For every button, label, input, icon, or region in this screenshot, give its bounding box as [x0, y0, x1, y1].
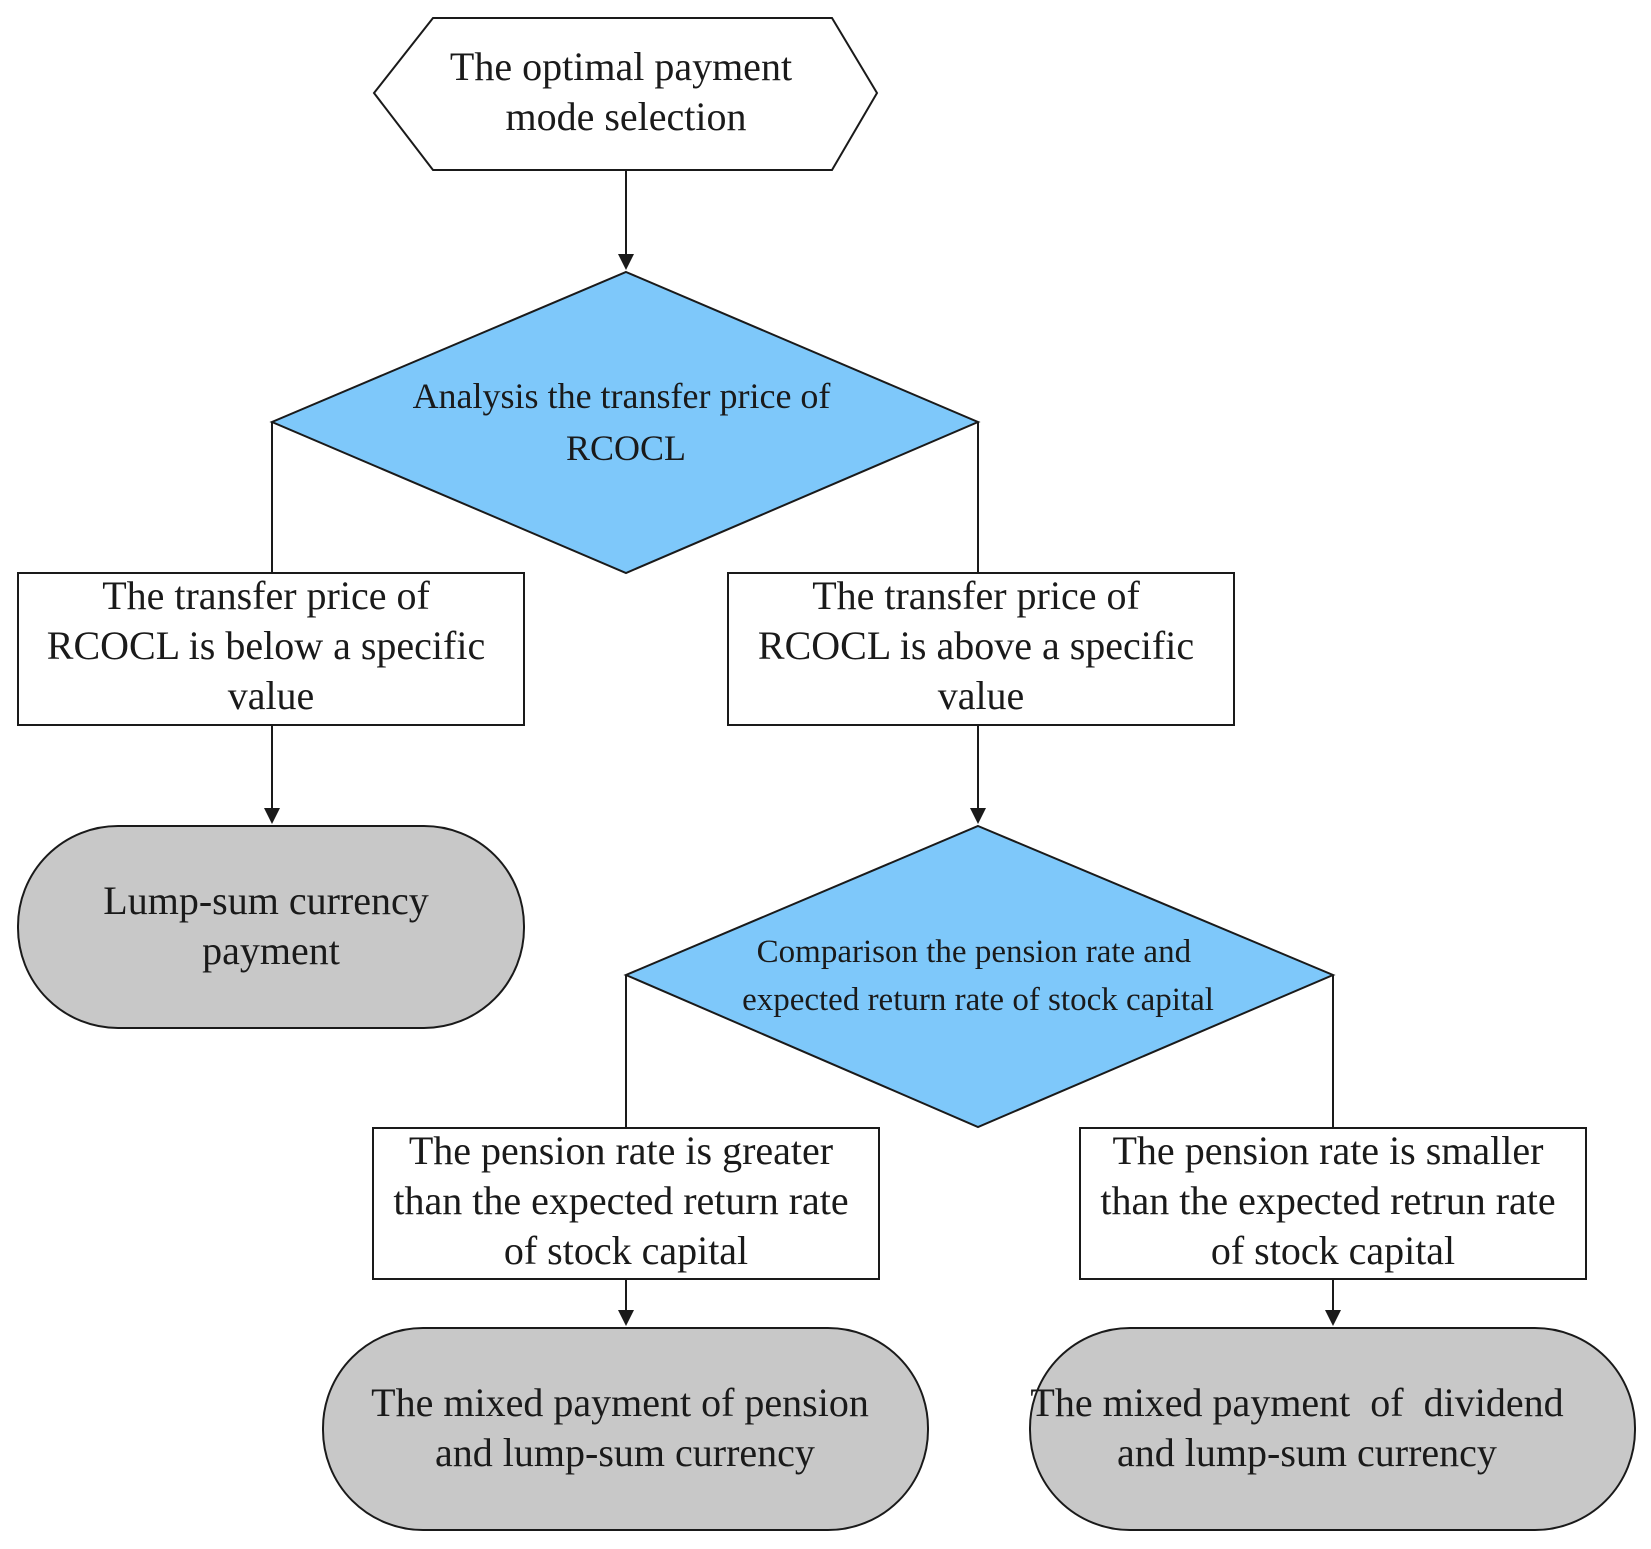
rate-decision-line-1: Comparison the pension rate and	[757, 934, 1192, 970]
mixed-pension-terminal	[322, 1327, 929, 1531]
mixed-pension-line-2: and lump-sum currency	[435, 1430, 815, 1475]
below-value-line-3: value	[228, 673, 315, 718]
above-value-line-2: RCOCL is above a specific	[758, 623, 1194, 668]
mixed-dividend-line-1: The mixed payment of dividend	[1030, 1380, 1563, 1425]
rate-greater-line-3: of stock capital	[504, 1228, 748, 1273]
rate-decision-line-2: expected return rate of stock capital	[742, 982, 1214, 1018]
arrowhead-rate-decision	[970, 808, 986, 824]
arrowhead-mixed-pension	[618, 1310, 634, 1326]
mixed-dividend-terminal	[1029, 1327, 1636, 1531]
rate-greater-line-2: than the expected return rate	[393, 1178, 848, 1223]
above-value-box	[727, 572, 1235, 726]
lump-sum-line-2: payment	[202, 928, 340, 973]
rate-greater-text: The pension rate is greater than the exp…	[393, 1128, 858, 1273]
below-value-line-2: RCOCL is below a specific	[47, 623, 485, 668]
above-value-text: The transfer price of RCOCL is above a s…	[758, 573, 1204, 718]
lump-sum-text: Lump-sum currency payment	[103, 878, 438, 973]
mixed-dividend-node: The mixed payment of dividend and lump-s…	[1029, 1327, 1636, 1531]
rate-smaller-node: The pension rate is smaller than the exp…	[1079, 1127, 1587, 1280]
price-decision-node: Analysis the transfer price of RCOCL	[269, 270, 981, 575]
lump-sum-terminal	[17, 825, 525, 1029]
rate-smaller-box	[1079, 1127, 1587, 1280]
rate-decision-node: Comparison the pension rate and expected…	[623, 824, 1336, 1129]
above-value-line-3: value	[938, 673, 1025, 718]
below-value-text: The transfer price of RCOCL is below a s…	[47, 573, 495, 718]
below-value-node: The transfer price of RCOCL is below a s…	[17, 572, 525, 726]
rate-smaller-text: The pension rate is smaller than the exp…	[1100, 1128, 1565, 1273]
connectors	[264, 170, 1341, 1326]
above-value-line-1: The transfer price of	[812, 573, 1140, 618]
below-value-box	[17, 572, 525, 726]
start-text: The optimal payment mode selection	[450, 44, 802, 139]
rate-decision-text: Comparison the pension rate and expected…	[742, 934, 1214, 1018]
mixed-dividend-line-2: and lump-sum currency	[1117, 1430, 1497, 1475]
rate-smaller-line-3: of stock capital	[1211, 1228, 1455, 1273]
price-decision-diamond	[269, 270, 981, 575]
price-decision-line-2: RCOCL	[566, 428, 686, 468]
mixed-pension-line-1: The mixed payment of pension	[371, 1380, 869, 1425]
start-line-1: The optimal payment	[450, 44, 792, 89]
rate-greater-box	[372, 1127, 880, 1280]
below-value-line-1: The transfer price of	[102, 573, 430, 618]
price-decision-line-1: Analysis the transfer price of	[413, 376, 831, 416]
arrowhead-price-decision	[618, 254, 634, 270]
arrowhead-mixed-dividend	[1325, 1310, 1341, 1326]
rate-decision-diamond	[623, 824, 1336, 1129]
start-line-2: mode selection	[505, 94, 746, 139]
mixed-dividend-text: The mixed payment of dividend and lump-s…	[1030, 1380, 1633, 1475]
rate-smaller-line-2: than the expected retrun rate	[1100, 1178, 1555, 1223]
start-hexagon	[372, 17, 879, 171]
mixed-pension-text: The mixed payment of pension and lump-su…	[371, 1380, 879, 1475]
lump-sum-node: Lump-sum currency payment	[17, 825, 525, 1029]
arrowhead-lump-sum	[264, 808, 280, 824]
start-node: The optimal payment mode selection	[372, 17, 879, 171]
above-value-node: The transfer price of RCOCL is above a s…	[727, 572, 1235, 726]
rate-greater-node: The pension rate is greater than the exp…	[372, 1127, 880, 1280]
mixed-pension-node: The mixed payment of pension and lump-su…	[322, 1327, 929, 1531]
price-decision-text: Analysis the transfer price of RCOCL	[413, 376, 840, 468]
lump-sum-line-1: Lump-sum currency	[103, 878, 428, 923]
rate-greater-line-1: The pension rate is greater	[409, 1128, 833, 1173]
rate-smaller-line-1: The pension rate is smaller	[1113, 1128, 1544, 1173]
